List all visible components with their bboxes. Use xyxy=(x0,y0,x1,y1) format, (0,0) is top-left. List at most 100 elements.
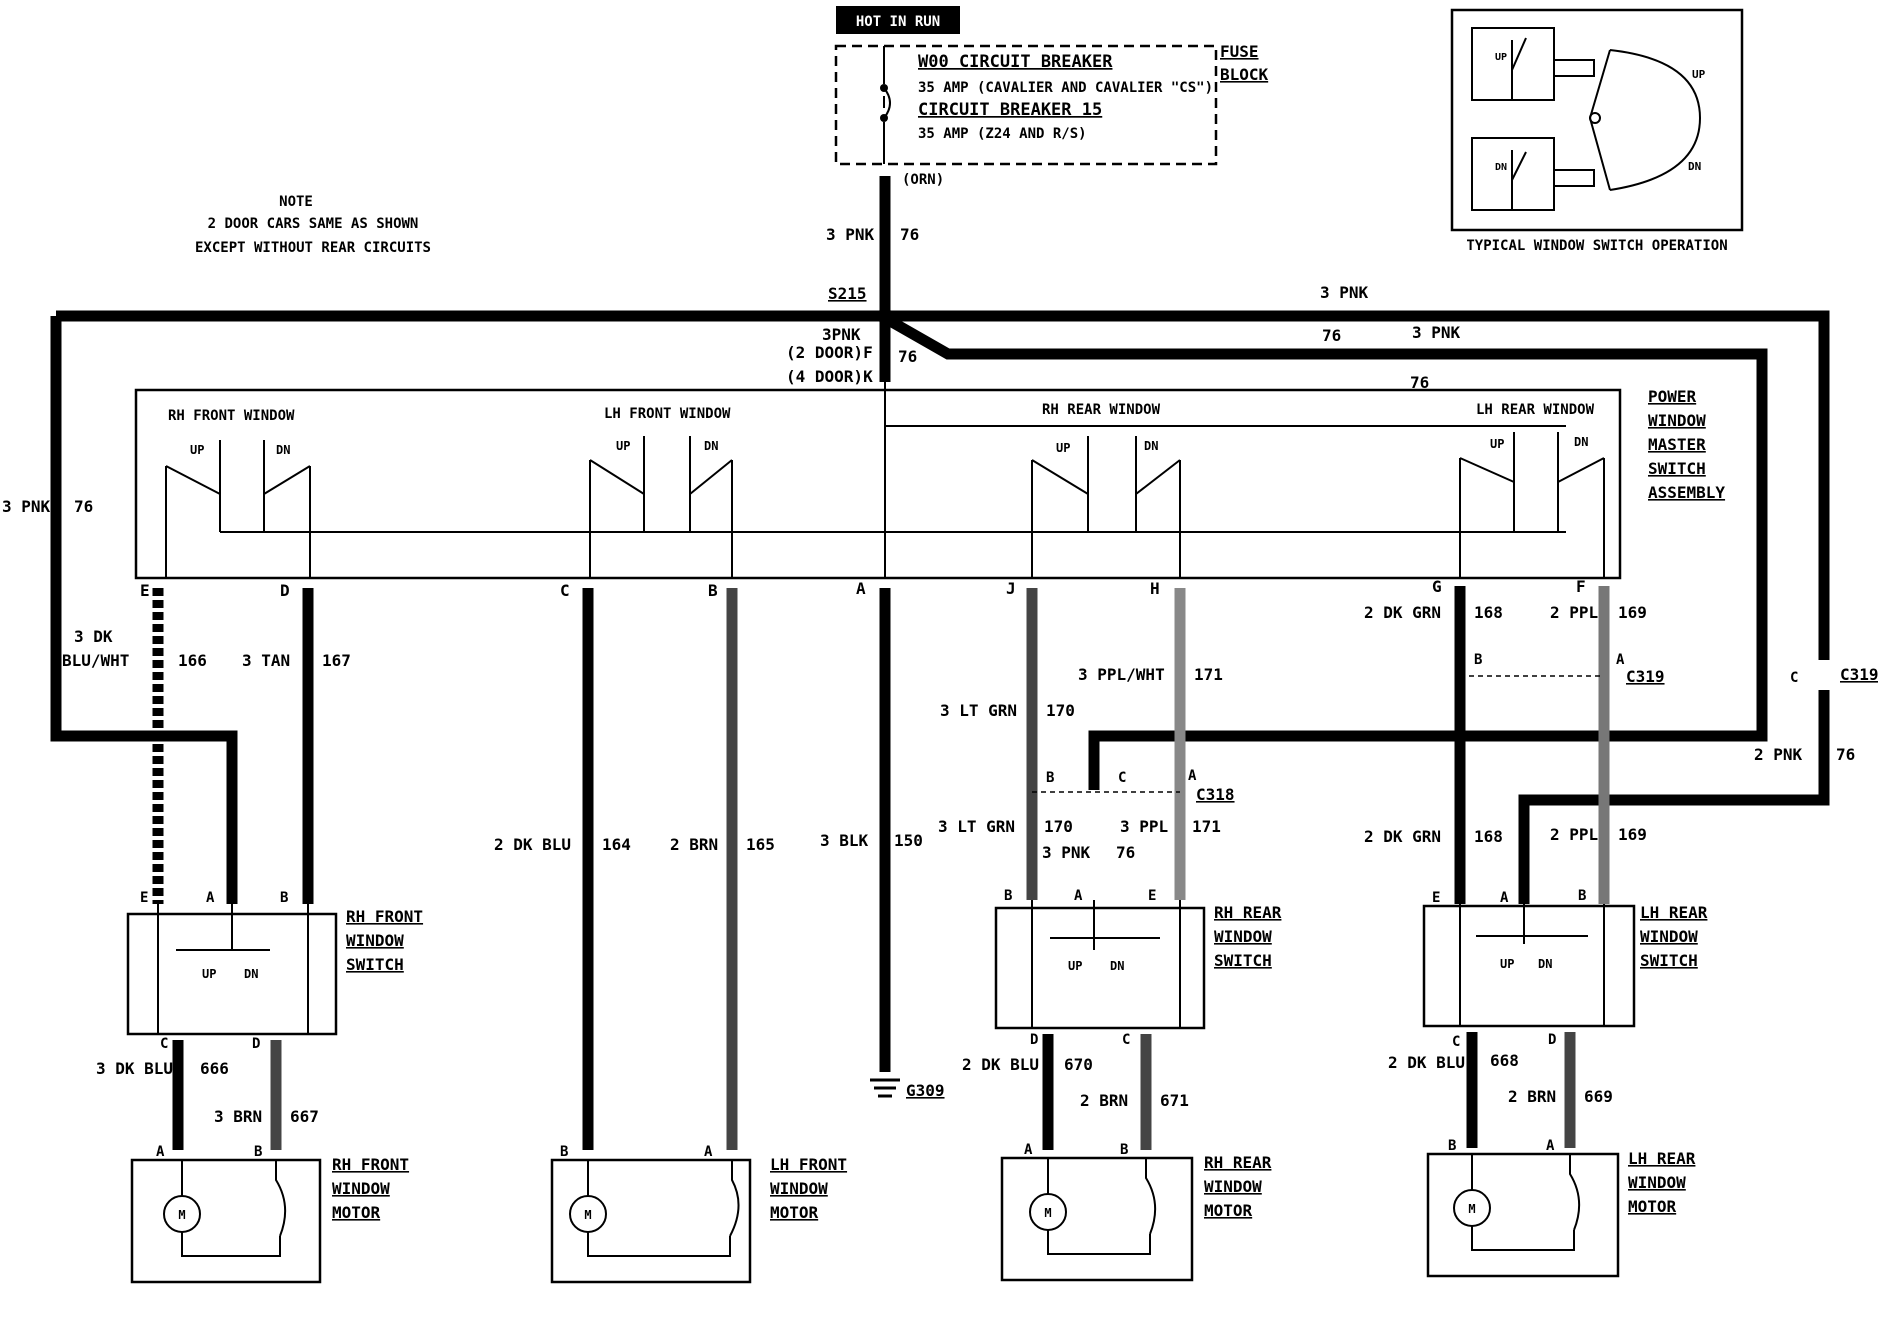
feed-top-circuit: 76 xyxy=(900,225,919,244)
lf-motor-wiring xyxy=(587,1160,740,1257)
fuse-block-title-bottom: BLOCK xyxy=(1220,65,1269,84)
rf-sw-pin-a: A xyxy=(206,890,215,906)
lr-d-circ: 669 xyxy=(1584,1087,1613,1106)
rf-motor-title-2: WINDOW xyxy=(332,1179,390,1198)
a-color: 3 BLK xyxy=(820,831,869,850)
motor-lh-rear: M B A LH REAR WINDOW MOTOR xyxy=(1426,1138,1696,1278)
section-rh-rear-label: RH REAR WINDOW xyxy=(1042,402,1161,418)
h-circ1: 171 xyxy=(1194,665,1223,684)
lr-sw-pin-b: B xyxy=(1578,888,1586,904)
c-circ: 164 xyxy=(602,835,631,854)
lh-rear-switch-lines xyxy=(1459,904,1605,1026)
inset-pivot xyxy=(1589,112,1601,124)
rr-motor-title-2: WINDOW xyxy=(1204,1177,1262,1196)
lh-rear-switch-box xyxy=(1422,904,1636,1028)
rf-sw-title-1: RH FRONT xyxy=(346,907,423,926)
inset-rocker xyxy=(1588,49,1702,191)
fuse-block-box xyxy=(834,44,1218,166)
a-circ: 150 xyxy=(894,831,923,850)
lr-c-circ: 668 xyxy=(1490,1051,1519,1070)
rr-sw-up: UP xyxy=(1068,959,1082,973)
d-circ: 167 xyxy=(322,651,351,670)
lf-motor-m: M xyxy=(584,1208,591,1222)
feed-c319-loop xyxy=(1518,690,1830,904)
fuse-line3: CIRCUIT BREAKER 15 xyxy=(918,100,1102,120)
lr-motor-pin-a: A xyxy=(1546,1138,1555,1154)
lf-motor-title-1: LH FRONT xyxy=(770,1155,847,1174)
note-line1: 2 DOOR CARS SAME AS SHOWN xyxy=(208,216,419,232)
feed-rear-loop xyxy=(882,313,1768,790)
rr-motor-title-3: MOTOR xyxy=(1204,1201,1253,1220)
f-color2: 2 PPL xyxy=(1550,825,1598,844)
fuse-line2: 35 AMP (CAVALIER AND CAVALIER "CS") xyxy=(918,80,1213,96)
rr-sw-title-1: RH REAR xyxy=(1214,903,1282,922)
rr-d-circ: 670 xyxy=(1064,1055,1093,1074)
master-pin-j: J xyxy=(1006,579,1016,598)
lr-sw-title-1: LH REAR xyxy=(1640,903,1708,922)
master-title-5: ASSEMBLY xyxy=(1648,483,1725,502)
rr-motor-pin-b: B xyxy=(1120,1142,1128,1158)
h-circ2: 171 xyxy=(1192,817,1221,836)
master-pin-f: F xyxy=(1576,577,1586,596)
rh-front-up: UP xyxy=(190,443,204,457)
c319-circ: 76 xyxy=(1836,745,1855,764)
lr-sw-pin-a: A xyxy=(1500,890,1509,906)
lr-motor-title-1: LH REAR xyxy=(1628,1149,1696,1168)
hot-in-run-badge xyxy=(836,6,960,34)
b-circ: 165 xyxy=(746,835,775,854)
feed-right-wire: 3 PNK xyxy=(1320,283,1369,302)
rr-sw-title-2: WINDOW xyxy=(1214,927,1272,946)
rf-motor-title-1: RH FRONT xyxy=(332,1155,409,1174)
lr-sw-pin-c: C xyxy=(1452,1034,1460,1050)
j-color2: 3 LT GRN xyxy=(938,817,1015,836)
rf-d-color: 3 BRN xyxy=(214,1107,262,1126)
h-color2: 3 PPL xyxy=(1120,817,1168,836)
rr-sw-pin-a: A xyxy=(1074,888,1083,904)
note-line2: EXCEPT WITHOUT REAR CIRCUITS xyxy=(195,240,431,256)
c318-pin-c: C xyxy=(1118,770,1126,786)
feed-right2-wire: 3 PNK xyxy=(1412,323,1461,342)
lr-d-color: 2 BRN xyxy=(1508,1087,1556,1106)
inset-up: UP xyxy=(1692,68,1706,81)
inset-dn: DN xyxy=(1688,160,1701,173)
j-circ1: 170 xyxy=(1046,701,1075,720)
lr-sw-up: UP xyxy=(1500,957,1514,971)
lh-front-up: UP xyxy=(616,439,630,453)
rr-motor-pin-a: A xyxy=(1024,1142,1033,1158)
c319-label: C319 xyxy=(1626,667,1665,686)
rf-motor-wiring xyxy=(181,1160,287,1257)
rr-sw-pin-c: C xyxy=(1122,1032,1130,1048)
feed-down-wire: 3PNK xyxy=(822,325,861,344)
lr-motor-box xyxy=(1426,1152,1620,1278)
master-pin-g: G xyxy=(1432,577,1442,596)
master-pin-b: B xyxy=(708,581,718,600)
motor-lh-front: M B A LH FRONT WINDOW MOTOR xyxy=(550,1144,847,1284)
c319b-label: C319 xyxy=(1840,665,1878,684)
master-section-lh-rear: LH REAR WINDOW UP DN xyxy=(1459,402,1605,578)
master-pin-e: E xyxy=(140,581,150,600)
master-section-lh-front: LH FRONT WINDOW UP DN xyxy=(589,406,733,578)
lr-sw-title-2: WINDOW xyxy=(1640,927,1698,946)
lr-sw-pin-e: E xyxy=(1432,890,1440,906)
inset-box xyxy=(1450,8,1744,232)
fuse-line4: 35 AMP (Z24 AND R/S) xyxy=(918,126,1087,142)
rr-d-color: 2 DK BLU xyxy=(962,1055,1039,1074)
rh-rear-up: UP xyxy=(1056,441,1070,455)
lh-front-contacts xyxy=(589,436,733,578)
rh-rear-switch-lines xyxy=(1031,900,1181,1028)
motor-rh-rear: M A B RH REAR WINDOW MOTOR xyxy=(1000,1142,1272,1282)
d-color: 3 TAN xyxy=(242,651,290,670)
lh-rear-dn: DN xyxy=(1574,435,1588,449)
e-color2: BLU/WHT xyxy=(62,651,129,670)
feed-4door: (4 DOOR)K xyxy=(786,367,873,386)
inset-caption: TYPICAL WINDOW SWITCH OPERATION xyxy=(1466,238,1727,254)
g-color2: 2 DK GRN xyxy=(1364,827,1441,846)
rf-c-color: 3 DK BLU xyxy=(96,1059,173,1078)
master-section-rh-front: RH FRONT WINDOW UP DN xyxy=(165,408,311,578)
rf-motor-pin-b: B xyxy=(254,1144,262,1160)
b-color: 2 BRN xyxy=(670,835,718,854)
note-title: NOTE xyxy=(279,194,313,210)
rr-motor-title-1: RH REAR xyxy=(1204,1153,1272,1172)
ground-symbol xyxy=(870,1078,900,1098)
c318-pin-b: B xyxy=(1046,770,1054,786)
